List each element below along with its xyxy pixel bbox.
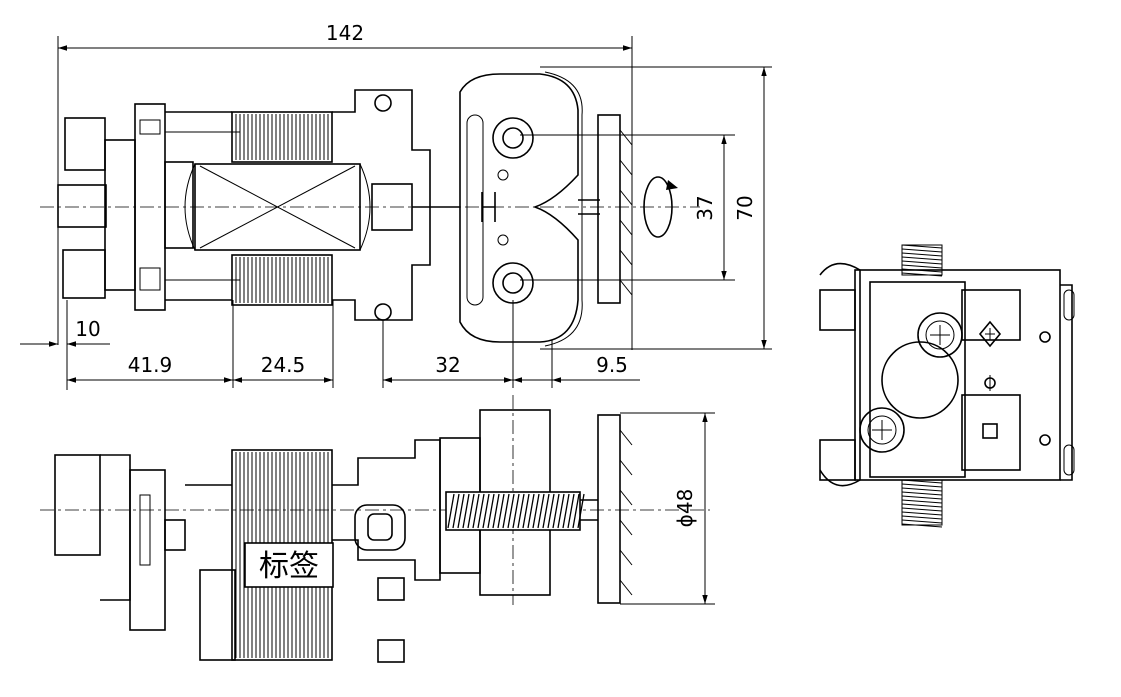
armature bbox=[184, 163, 371, 251]
dim-gear-center-distance: 37 bbox=[693, 195, 717, 220]
gear-shaft bbox=[445, 409, 585, 596]
phi-marker-icon bbox=[984, 375, 996, 391]
dim-d1: 41.9 bbox=[128, 353, 173, 377]
fan-blade-assembly bbox=[597, 114, 633, 304]
dim-rear-offset: 10 bbox=[75, 317, 100, 341]
label-box: 标签 bbox=[244, 542, 334, 588]
bottom-view: 标签 bbox=[40, 395, 710, 663]
stator-winding-bottom bbox=[231, 254, 333, 306]
dim-overall-length: 142 bbox=[326, 21, 364, 45]
dimension-lines: 142 70 37 10 41.9 24.5 32 9.5 bbox=[20, 21, 772, 605]
dim-height: 70 bbox=[733, 195, 757, 220]
diamond-marker-icon bbox=[978, 320, 1002, 348]
side-view bbox=[819, 244, 1075, 528]
dim-fan-diameter: ϕ48 bbox=[673, 489, 697, 528]
rotation-arrow-icon bbox=[643, 176, 678, 238]
label-text: 标签 bbox=[259, 549, 319, 584]
top-view bbox=[40, 71, 700, 347]
dim-d4: 9.5 bbox=[596, 353, 628, 377]
gearbox bbox=[459, 71, 583, 347]
dim-d3: 32 bbox=[435, 353, 460, 377]
dim-d2: 24.5 bbox=[261, 353, 306, 377]
stator-winding-top bbox=[231, 111, 333, 163]
